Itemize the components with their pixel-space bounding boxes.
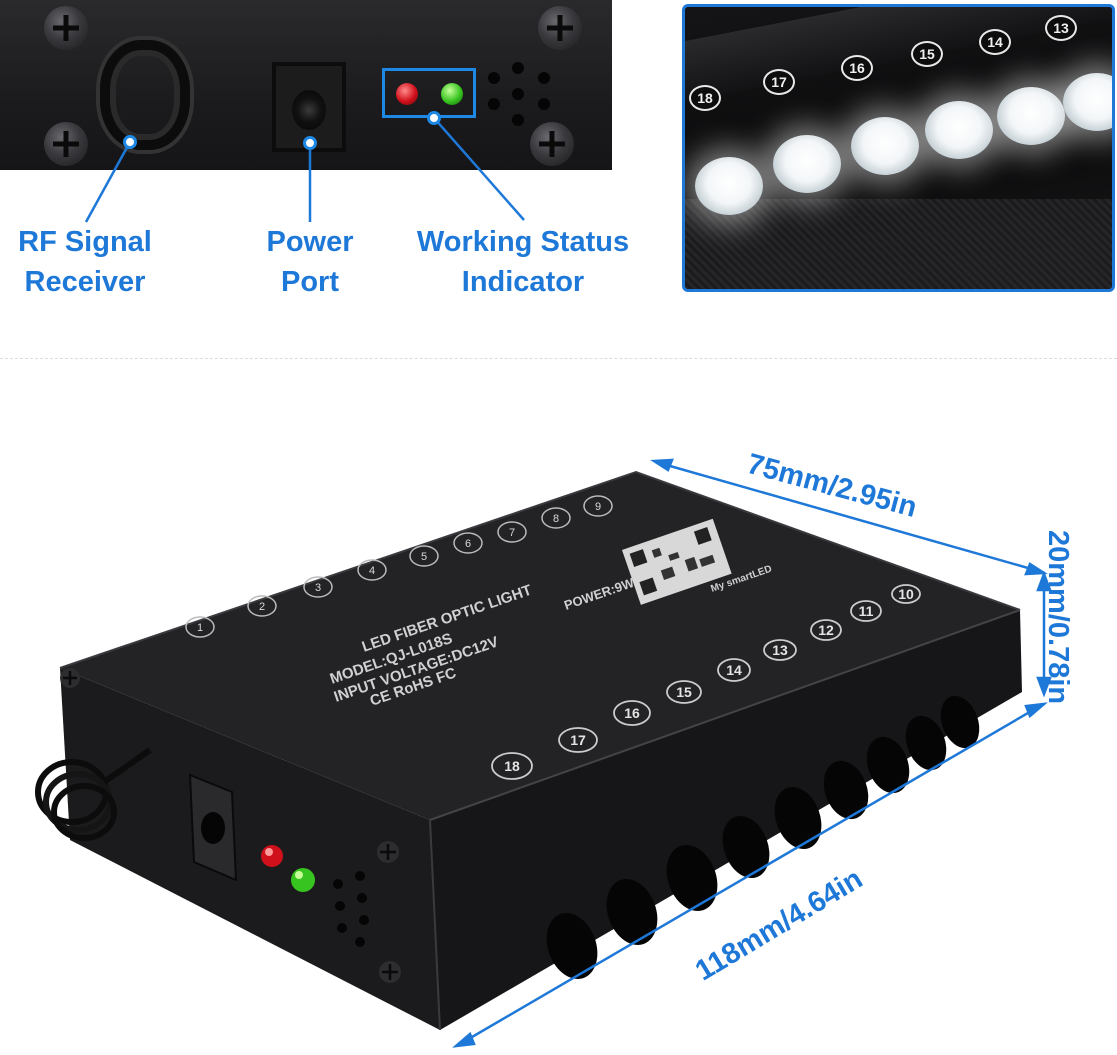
glowing-port [997, 87, 1065, 145]
device-end-face [60, 668, 440, 1030]
port-number-badge: 12 [810, 619, 842, 641]
port-number-badge: 18 [689, 85, 721, 111]
vent-holes [333, 871, 369, 947]
port-number: 2 [259, 601, 265, 613]
label-line: Power [266, 226, 354, 258]
screw-icon [44, 6, 88, 50]
port-number-badge: 14 [979, 29, 1011, 55]
port-number-badge: 14 [717, 658, 751, 682]
device-top-face [60, 472, 1020, 820]
port-number: 1 [197, 622, 203, 634]
vent-hole [512, 114, 524, 126]
port-number-badge: 10 [891, 584, 921, 604]
port-number-badge: 6 [453, 532, 483, 554]
vent-hole [488, 72, 500, 84]
label-line: RF Signal [18, 226, 152, 258]
screw-icon [538, 6, 582, 50]
height-dimension-label: 20mm/0.78in [1042, 530, 1074, 705]
port-number-badge: 7 [497, 521, 527, 543]
port-number: 4 [369, 565, 375, 577]
power-port-label: Power Port [250, 222, 370, 302]
port-number: 18 [504, 758, 520, 774]
dimension-lines [452, 458, 1052, 1048]
screw-icon [60, 668, 80, 688]
port-number-badge: 8 [541, 507, 571, 529]
port-number: 3 [315, 582, 321, 594]
screw-icon [530, 122, 574, 166]
port-number-badge: 13 [1045, 15, 1077, 41]
power-jack-icon [188, 773, 238, 882]
glowing-port [925, 101, 993, 159]
port-number-badge: 11 [850, 600, 882, 622]
vent-hole [488, 98, 500, 110]
carpet-texture [685, 199, 1112, 289]
glowing-port [773, 135, 841, 193]
vent-hole [538, 98, 550, 110]
status-callout-dot [427, 111, 441, 125]
vent-hole [512, 88, 524, 100]
port-number-badge: 4 [357, 559, 387, 581]
antenna-coil-icon [100, 40, 190, 150]
port-number: 13 [772, 642, 788, 658]
side-port-numbers: 18 17 16 15 14 13 12 11 10 [491, 584, 921, 780]
qr-code [622, 518, 732, 605]
label-line: Receiver [24, 266, 146, 298]
port-number-badge: 17 [763, 69, 795, 95]
glowing-ports-photo: 18 17 16 15 14 13 [682, 4, 1115, 292]
port-number: 14 [726, 662, 742, 678]
fiber-port-holes [546, 695, 980, 979]
port-number-badge: 2 [247, 595, 277, 617]
green-led-icon [441, 83, 463, 105]
device-illustration: LED FIBER OPTIC LIGHT MODEL:QJ-L018S INP… [35, 458, 1052, 1048]
label-line: Working Status [416, 226, 630, 258]
port-number-badge: 16 [613, 700, 651, 726]
screw-icon [379, 961, 401, 983]
rf-signal-receiver-label: RF Signal Receiver [0, 222, 170, 302]
port-number: 8 [553, 513, 559, 525]
port-number-badge: 5 [409, 545, 439, 567]
port-number: 12 [818, 622, 834, 638]
port-number: 11 [859, 603, 874, 619]
vent-hole [512, 62, 524, 74]
red-led-icon [396, 83, 418, 105]
port-number: 5 [421, 551, 427, 563]
port-number: 9 [595, 501, 601, 513]
working-status-indicator-label: Working Status Indicator [398, 222, 648, 302]
screw-icon [377, 841, 399, 863]
port-number-badge: 13 [763, 639, 797, 661]
port-number-badge: 9 [583, 495, 613, 517]
top-port-numbers: 1 2 3 4 5 6 7 8 9 [185, 495, 613, 638]
section-divider [0, 358, 1117, 359]
port-number-badge: 15 [666, 680, 702, 704]
callout-lines [84, 117, 525, 223]
port-number-badge: 3 [303, 576, 333, 598]
glowing-port [695, 157, 763, 215]
glowing-port [1063, 73, 1112, 131]
power-jack-icon [292, 90, 326, 130]
port-number: 10 [898, 586, 914, 602]
vent-hole [538, 72, 550, 84]
port-number-badge: 16 [841, 55, 873, 81]
glowing-port [851, 117, 919, 175]
port-number: 15 [676, 684, 692, 700]
port-number: 16 [624, 705, 640, 721]
port-number-badge: 1 [185, 616, 215, 638]
red-led-icon [261, 845, 283, 867]
port-number: 6 [465, 538, 471, 550]
antenna-coil-icon [35, 747, 152, 841]
green-led-icon [291, 868, 315, 892]
rf-callout-dot [123, 135, 137, 149]
port-number-badge: 17 [558, 727, 598, 753]
port-number: 7 [509, 527, 515, 539]
label-line: Indicator [461, 266, 585, 298]
port-number: 17 [570, 732, 586, 748]
port-number-badge: 18 [491, 752, 533, 780]
port-number-badge: 15 [911, 41, 943, 67]
power-callout-dot [303, 136, 317, 150]
label-line: Port [281, 266, 339, 298]
screw-icon [44, 122, 88, 166]
